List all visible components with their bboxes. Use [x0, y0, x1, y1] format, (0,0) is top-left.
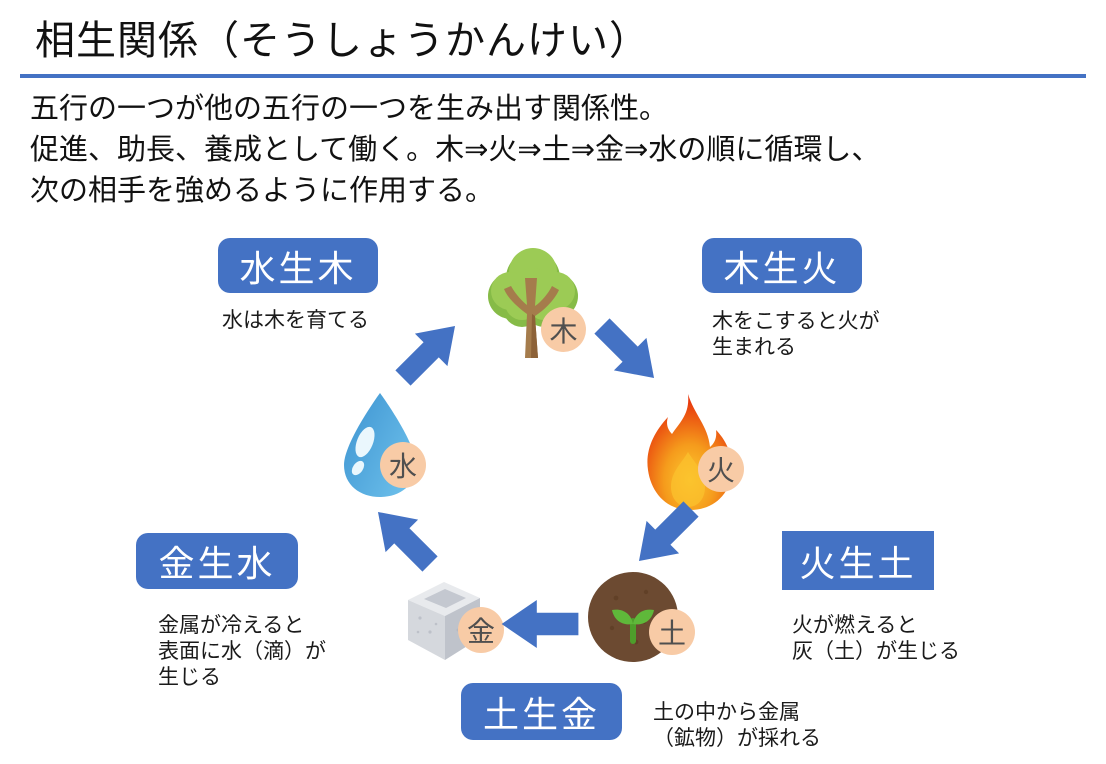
arrow-wood-to-fire [594, 318, 655, 379]
earth-badge: 土 [649, 609, 695, 655]
intro-line-3: 次の相手を強めるように作用する。 [30, 173, 495, 207]
relation-desc-wood-generates-fire: 木をこすると火が 生まれる [712, 309, 880, 359]
relation-box-water-generates-wood: 水生木 [218, 238, 378, 293]
relation-desc-earth-generates-metal: 土の中から金属 （鉱物）が採れる [653, 700, 821, 750]
fire-badge: 火 [698, 446, 744, 492]
water-badge: 水 [380, 442, 426, 488]
tree-icon [488, 248, 578, 358]
wood-badge: 木 [541, 307, 586, 352]
relation-box-metal-generates-water: 金生水 [136, 533, 298, 589]
relation-box-wood-generates-fire: 木生火 [702, 238, 862, 293]
relation-box-fire-generates-earth: 火生土 [782, 531, 934, 590]
intro-paragraph: 五行の一つが他の五行の一つを生み出す関係性。 促進、助長、養成として働く。木⇒火… [30, 88, 880, 211]
arrow-water-to-wood [395, 325, 456, 386]
metal-badge: 金 [458, 607, 504, 653]
relation-desc-fire-generates-earth: 火が燃えると 灰（土）が生じる [792, 613, 960, 663]
relation-box-earth-generates-metal: 土生金 [461, 683, 622, 740]
arrow-earth-to-metal [501, 600, 579, 648]
intro-line-1: 五行の一つが他の五行の一つを生み出す関係性。 [30, 91, 669, 125]
intro-line-2: 促進、助長、養成として働く。木⇒火⇒土⇒金⇒水の順に循環し、 [30, 132, 881, 166]
title-underline [20, 74, 1086, 78]
arrow-metal-to-water [377, 511, 438, 572]
relation-desc-metal-generates-water: 金属が冷えると 表面に水（滴）が 生じる [158, 613, 326, 689]
page-title: 相生関係（そうしょうかんけい） [35, 18, 650, 64]
arrow-fire-to-earth [638, 501, 699, 562]
relation-desc-water-generates-wood: 水は木を育てる [222, 308, 369, 332]
